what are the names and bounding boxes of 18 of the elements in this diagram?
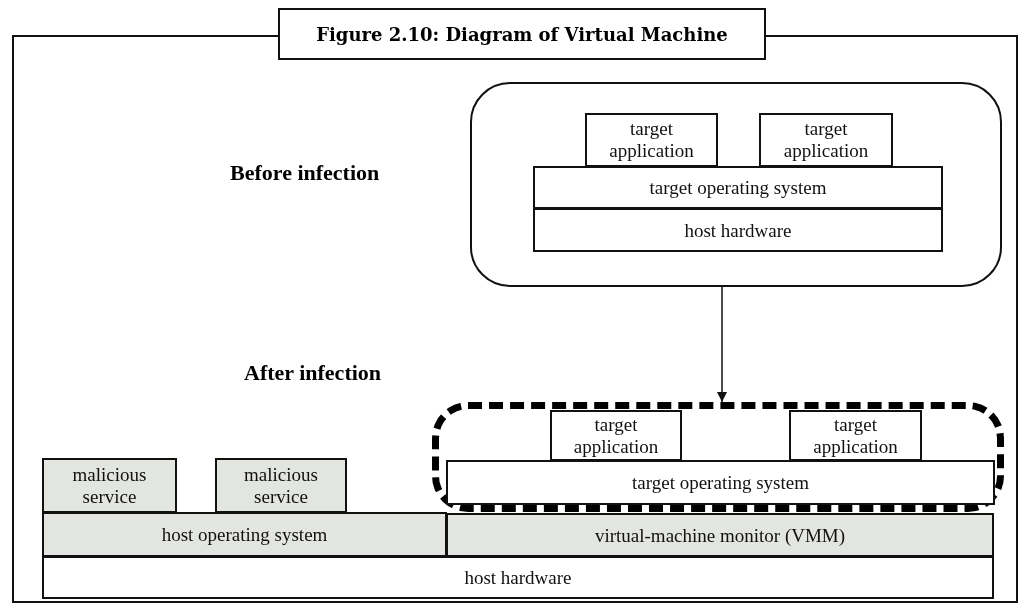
layer-box: malicious service (42, 458, 177, 513)
layer-box: target operating system (533, 166, 943, 209)
figure-title: Figure 2.10: Diagram of Virtual Machine (278, 8, 766, 60)
dashed-rounded-box (432, 402, 1004, 512)
layer-box: host hardware (42, 556, 994, 599)
section-heading: After infection (244, 360, 382, 386)
layer-box: target application (550, 410, 682, 461)
section-heading: Before infection (230, 160, 380, 186)
layer-box: malicious service (215, 458, 347, 513)
rounded-box (470, 82, 1002, 287)
layer-box: host operating system (42, 512, 447, 557)
arrow (716, 286, 728, 403)
layer-box: target operating system (446, 460, 995, 505)
layer-box: host hardware (533, 208, 943, 252)
layer-box: virtual-machine monitor (VMM) (446, 513, 994, 557)
layer-box: target application (759, 113, 893, 167)
layer-box: target application (789, 410, 922, 461)
layer-box: target application (585, 113, 718, 167)
